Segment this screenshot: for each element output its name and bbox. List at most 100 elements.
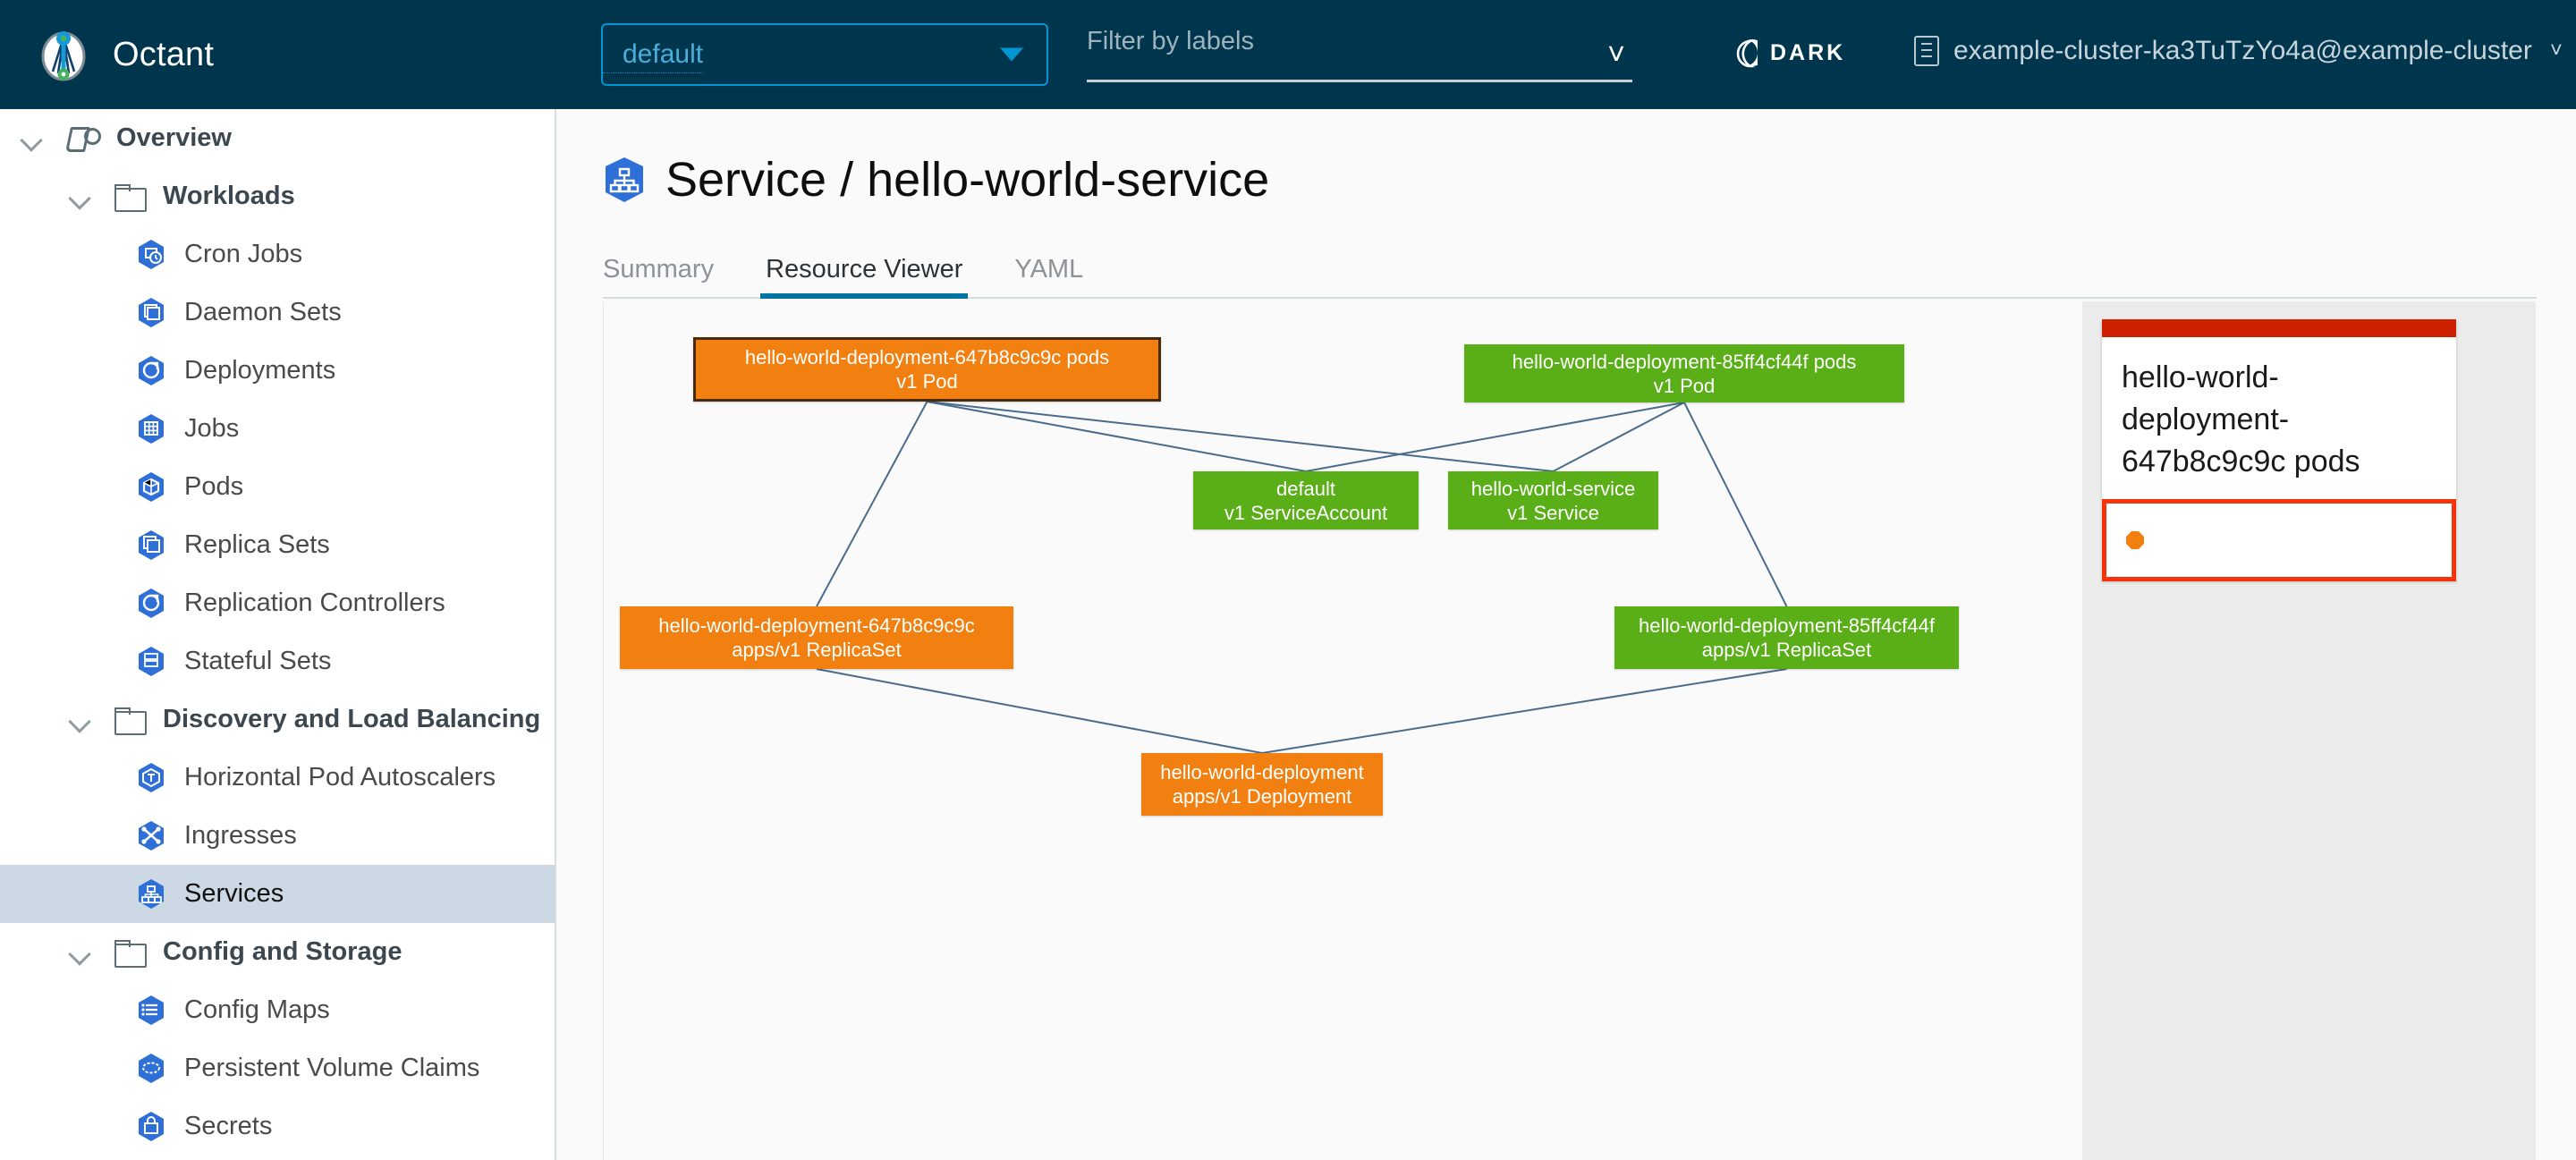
sidebar-item-label: Ingresses [184, 821, 297, 850]
graph-edge [816, 401, 928, 607]
graph-edge [1683, 402, 1788, 607]
sidebar-item-workloads[interactable]: Workloads [0, 167, 555, 225]
tab-yaml[interactable]: YAML [1014, 255, 1084, 284]
main-content: Service / hello-world-service Summary Res… [558, 109, 2576, 1160]
graph-node-kind: apps/v1 ReplicaSet [1701, 639, 1872, 661]
theme-toggle-label: DARK [1770, 39, 1846, 65]
job-icon [136, 413, 166, 445]
tab-resource-viewer[interactable]: Resource Viewer [760, 255, 969, 299]
sidebar-item-label: Stateful Sets [184, 647, 332, 675]
graph-edge [1305, 402, 1685, 472]
sidebar-item-label: Replication Controllers [184, 588, 445, 617]
sidebar-item-discovery-and-load-balancing[interactable]: Discovery and Load Balancing [0, 690, 555, 749]
graph-edge [927, 401, 1307, 472]
sidebar-item-label: Replica Sets [184, 530, 330, 559]
card-title: hello-world-deployment-647b8c9c9c pods [2122, 360, 2360, 478]
detail-panel: hello-world-deployment-647b8c9c9c pods [2082, 301, 2536, 1160]
cluster-name: example-cluster-ka3TuTzYo4a@example-clus… [1953, 36, 2532, 65]
sidebar-item-ingresses[interactable]: Ingresses [0, 807, 555, 865]
pvc-icon [136, 1053, 166, 1085]
sidebar-item-cron-jobs[interactable]: Cron Jobs [0, 225, 555, 284]
page-header: Service / hello-world-service [558, 109, 2576, 207]
chevron-down-icon: ˅ [2549, 38, 2563, 63]
sidebar-item-daemon-sets[interactable]: Daemon Sets [0, 284, 555, 342]
folder-icon [114, 940, 147, 968]
sidebar-item-label: Pods [184, 472, 244, 501]
tab-bar[interactable]: Summary Resource Viewer YAML [603, 243, 2537, 299]
sidebar-item-secrets[interactable]: Secrets [0, 1097, 555, 1156]
sidebar-item-horizontal-pod-autoscalers[interactable]: Horizontal Pod Autoscalers [0, 749, 555, 807]
graph-edge [927, 401, 1554, 472]
sidebar-item-overview[interactable]: Overview [0, 109, 555, 167]
sidebar-item-deployments[interactable]: Deployments [0, 342, 555, 400]
sidebar-item-config-maps[interactable]: Config Maps [0, 981, 555, 1039]
daemonset-icon [136, 297, 166, 329]
graph-edge [1261, 668, 1787, 754]
octant-logo-icon [36, 27, 91, 82]
graph-node-name: hello-world-deployment-647b8c9c9c pods [744, 346, 1110, 368]
sidebar-item-pods[interactable]: Pods [0, 458, 555, 516]
statefulset-icon [136, 646, 166, 678]
label-filter-input[interactable]: Filter by labels ˅ [1087, 27, 1632, 82]
sidebar-item-label: Persistent Volume Claims [184, 1054, 480, 1082]
service-icon [136, 878, 166, 910]
chevron-down-icon[interactable]: ˅ [1607, 38, 1625, 72]
graph-node-name: hello-world-deployment-85ff4cf44f [1639, 614, 1935, 637]
card-status-row [2102, 499, 2456, 581]
sidebar-item-label: Overview [116, 123, 232, 152]
graph-node-name: hello-world-service [1470, 477, 1636, 500]
tab-summary[interactable]: Summary [603, 255, 715, 284]
brand[interactable]: Octant [0, 27, 556, 82]
folder-icon [114, 184, 147, 212]
chevron-down-icon[interactable] [66, 707, 93, 733]
chevron-down-icon[interactable] [18, 125, 45, 152]
deployment-icon [136, 355, 166, 387]
folder-icon [114, 707, 147, 735]
sidebar-item-persistent-volume-claims[interactable]: Persistent Volume Claims [0, 1039, 555, 1097]
graph-node-kind: v1 Pod [896, 370, 958, 393]
status-dot-icon [2126, 531, 2144, 549]
replicaset-icon [136, 529, 166, 562]
sidebar-item-label: Deployments [184, 356, 336, 385]
page-title: Service / hello-world-service [665, 153, 1270, 207]
sidebar-item-jobs[interactable]: Jobs [0, 400, 555, 458]
label-filter-placeholder: Filter by labels [1087, 27, 1254, 55]
sidebar-item-label: Secrets [184, 1112, 273, 1140]
ingress-icon [136, 820, 166, 852]
pod-icon [136, 471, 166, 504]
cronjob-icon [136, 239, 166, 271]
cluster-selector[interactable]: example-cluster-ka3TuTzYo4a@example-clus… [1914, 36, 2563, 66]
overview-icon [66, 125, 101, 152]
secret-icon [136, 1111, 166, 1143]
sidebar-item-services[interactable]: Services [0, 865, 555, 923]
chevron-down-icon[interactable] [66, 939, 93, 966]
namespace-select[interactable]: default [601, 23, 1048, 86]
sidebar-item-label: Config Maps [184, 995, 330, 1024]
sidebar-item-label: Services [184, 879, 284, 908]
cluster-icon [1914, 36, 1939, 66]
sidebar-item-config-and-storage[interactable]: Config and Storage [0, 923, 555, 981]
namespace-value: default [603, 37, 704, 73]
rc-icon [136, 588, 166, 620]
hpa-icon [136, 762, 166, 794]
graph-edge [1553, 402, 1685, 472]
resource-detail-card[interactable]: hello-world-deployment-647b8c9c9c pods [2102, 319, 2456, 581]
chevron-down-icon[interactable] [66, 183, 93, 210]
sidebar-item-replica-sets[interactable]: Replica Sets [0, 516, 555, 574]
graph-node-kind: v1 Service [1507, 501, 1599, 524]
sidebar-item-replication-controllers[interactable]: Replication Controllers [0, 574, 555, 632]
service-icon [603, 157, 646, 203]
sidebar-item-stateful-sets[interactable]: Stateful Sets [0, 632, 555, 690]
app-header: Octant default Filter by labels ˅ DARK e… [0, 0, 2576, 109]
sidebar-item-label: Daemon Sets [184, 298, 342, 326]
theme-toggle-button[interactable]: DARK [1731, 39, 1846, 68]
